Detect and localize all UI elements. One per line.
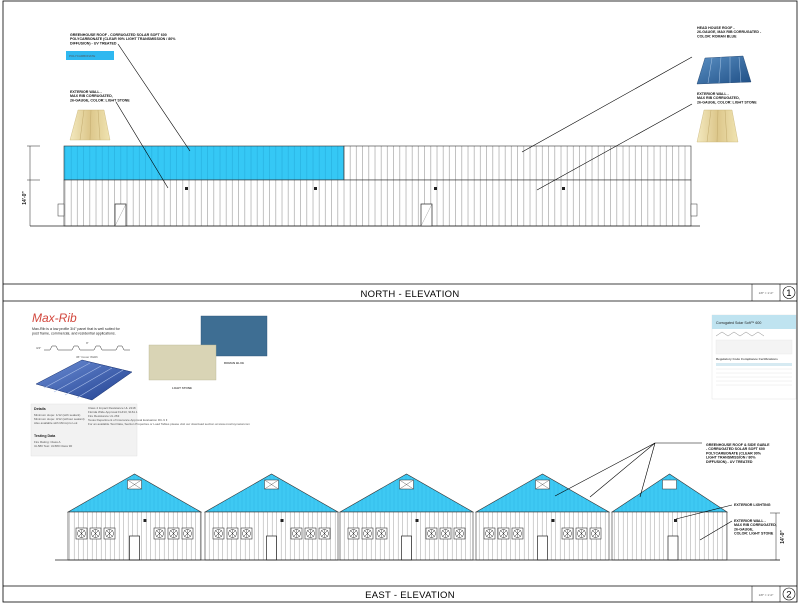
exhaust-fan [425, 527, 438, 540]
spec-heading: Regulatory Code Compliance Certification… [716, 357, 778, 361]
north-callout-exterior-wall-right: EXTERIOR WALL - MAX RIB CORRUGATED, 26-G… [697, 92, 757, 104]
gable-vent [662, 479, 677, 490]
svg-text:3/4": 3/4" [36, 346, 41, 350]
leader-east-roof-2 [589, 442, 656, 498]
light-stone-panel-sample-north-right [696, 109, 739, 143]
exhaust-fan [89, 527, 102, 540]
north-title-block: NORTH - ELEVATION 1/8" = 1'-0" 1 [3, 283, 797, 302]
exhaust-fan [153, 527, 166, 540]
exhaust-fan [497, 527, 510, 540]
north-drawing-number: 1 [786, 288, 792, 299]
exhaust-fan [453, 527, 466, 540]
max-rib-panel-illustration [35, 359, 133, 401]
north-exterior-wall [63, 179, 692, 227]
east-bay [474, 473, 611, 561]
east-callout-greenhouse-roof: GREENHOUSE ROOF & SIDE GABLE - CORRUGATE… [706, 443, 771, 464]
north-greenhouse-roof [63, 145, 345, 181]
details-box [30, 403, 138, 457]
east-callout-exterior-wall: EXTERIOR WALL - MAX RIB CORRUGATED, 26-G… [734, 519, 778, 536]
north-elevation: 14'-0" GREENHOUSE ROOF - CORRUGATED SOLA… [22, 26, 762, 227]
leader-head-house-roof [521, 56, 693, 153]
east-elevation [55, 473, 780, 561]
east-door [266, 535, 277, 561]
leader-east-wall [699, 520, 733, 541]
east-scale: 1/8" = 1'-0" [759, 593, 774, 597]
exhaust-fan [318, 527, 331, 540]
leader-east-roof-3 [639, 442, 656, 498]
north-elevation-title: NORTH - ELEVATION [360, 289, 459, 300]
color-swatches: ROMAN BLUE LIGHT STONE [148, 315, 268, 390]
swatch-roman-blue-label: ROMAN BLUE [224, 361, 244, 365]
east-callouts: GREENHOUSE ROOF & SIDE GABLE - CORRUGATE… [554, 442, 786, 561]
exhaust-fan [212, 527, 225, 540]
exhaust-fan [290, 527, 303, 540]
leader-exterior-wall-right [536, 103, 693, 191]
polycarbonate-swatch [66, 51, 114, 60]
east-height-dimension: 14'-0" [780, 530, 786, 544]
exhaust-fan [439, 527, 452, 540]
exhaust-fan [167, 527, 180, 540]
product-brand: Max-Rib [32, 311, 77, 325]
east-title-block: EAST - ELEVATION 1/8" = 1'-0" 2 [3, 585, 797, 602]
details-right: Class 4 Impact Resistance UL 2218 Florid… [88, 406, 250, 426]
spec-title: Corrugated Solar Soft™ 600 [716, 321, 761, 325]
exterior-light [143, 519, 147, 522]
swatch-light-stone [148, 344, 217, 381]
east-door [401, 535, 412, 561]
north-callout-exterior-wall-left: EXTERIOR WALL - MAX RIB CORRUGATED, 26-G… [70, 90, 130, 102]
exhaust-fan [361, 527, 374, 540]
light-stone-panel-sample-north-left [69, 109, 111, 141]
east-door [667, 535, 679, 561]
exhaust-fan [483, 527, 496, 540]
leader-greenhouse-roof [117, 43, 191, 152]
exhaust-fan [181, 527, 194, 540]
north-height-dimension: 14'-0" [22, 191, 28, 205]
exhaust-fan [575, 527, 588, 540]
exhaust-fan [589, 527, 602, 540]
exterior-light [415, 519, 419, 522]
exhaust-fan [240, 527, 253, 540]
product-intro: Max-Rib is a low profile 3/4" panel that… [32, 327, 121, 336]
east-bay-end [611, 473, 728, 561]
testing-title: Testing Data [34, 434, 56, 438]
cover-width-label: 36" Cover Width [76, 355, 98, 359]
north-callout-head-house-roof: HEAD HOUSE ROOF - 26-GAUGE, MAX RIB CORR… [697, 26, 762, 38]
east-bay [203, 473, 340, 561]
north-callout-greenhouse-roof: GREENHOUSE ROOF - CORRUGATED SOLAR SOFT … [70, 33, 176, 45]
east-door [537, 535, 548, 561]
exterior-light [551, 519, 555, 522]
exhaust-fan [75, 527, 88, 540]
testing-items: Fire Rating: Class A UL580 Test: UL580 C… [34, 440, 72, 448]
polycarbonate-swatch-caption: POLYCARBONATE [69, 54, 95, 58]
exhaust-fan [103, 527, 116, 540]
svg-text:9": 9" [86, 341, 89, 345]
north-head-house-upper [343, 145, 692, 181]
leader-east-lighting [675, 504, 733, 520]
exhaust-fan [226, 527, 239, 540]
leader-exterior-wall-left [115, 101, 169, 189]
exhaust-fan [304, 527, 317, 540]
exhaust-fan [347, 527, 360, 540]
east-drawing-number: 2 [786, 590, 792, 601]
east-elevation-title: EAST - ELEVATION [365, 590, 455, 601]
exterior-light [280, 519, 284, 522]
swatch-light-stone-label: LIGHT STONE [172, 386, 192, 390]
max-rib-product-sheet: Max-Rib Max-Rib is a low profile 3/4" pa… [30, 311, 250, 457]
exterior-light [674, 519, 677, 522]
exhaust-fan [511, 527, 524, 540]
roman-blue-panel-sample [696, 55, 752, 85]
rib-profile-diagram: 3/4" 9" [36, 341, 130, 351]
polycarbonate-spec-sheet: Corrugated Solar Soft™ 600 Regulatory Co… [711, 314, 797, 400]
east-bay [338, 473, 475, 561]
east-door [129, 535, 140, 561]
east-bay [66, 473, 203, 561]
north-scale: 1/8" = 1'-0" [759, 291, 774, 295]
exhaust-fan [375, 527, 388, 540]
leader-east-roof-1 [554, 442, 656, 497]
exhaust-fan [561, 527, 574, 540]
east-callout-exterior-lighting: EXTERIOR LIGHTING [734, 503, 771, 507]
details-left: Minimum slope: 1/12 (with sealant) Minim… [34, 413, 85, 425]
details-title: Details [34, 407, 46, 411]
